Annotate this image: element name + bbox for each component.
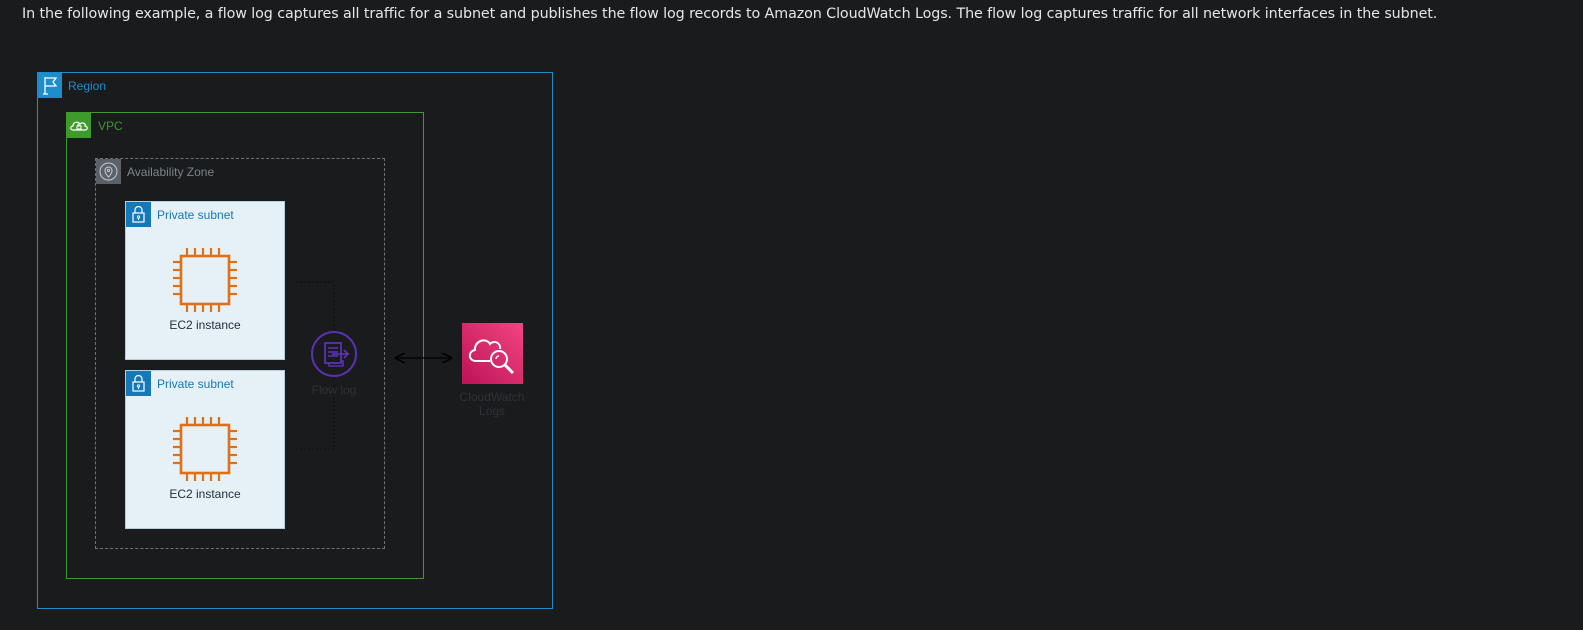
cloudwatch-label-line1: CloudWatch <box>459 390 525 404</box>
region-label: Region <box>68 79 107 93</box>
private-subnet-2 <box>125 370 285 529</box>
flow-log-icon <box>310 330 358 378</box>
ec2-instance-1-label: EC2 instance <box>169 318 241 332</box>
location-pin-icon <box>96 159 121 184</box>
region-group <box>37 72 553 609</box>
vpc-label: VPC <box>98 119 123 133</box>
region-flag-icon <box>37 73 62 98</box>
private-subnet-1-label: Private subnet <box>157 208 234 222</box>
padlock-icon <box>126 371 151 396</box>
ec2-instance-2-label: EC2 instance <box>169 487 241 501</box>
availability-zone-label: Availability Zone <box>127 165 215 179</box>
cloudwatch-logs-label: CloudWatch Logs <box>452 390 532 418</box>
ec2-chip-icon <box>173 248 237 312</box>
flow-log-label: Flow log <box>311 383 357 397</box>
subnet2-to-flowlog-line <box>296 378 335 450</box>
vpc-group <box>66 112 424 579</box>
intro-paragraph: In the following example, a flow log cap… <box>22 6 1438 22</box>
private-subnet-2-label: Private subnet <box>157 377 234 391</box>
availability-zone-group <box>95 158 385 549</box>
cloudwatch-label-line2: Logs <box>478 404 506 418</box>
cloudwatch-logs-icon <box>462 323 523 384</box>
subnet1-to-flowlog-line <box>296 281 335 330</box>
ec2-chip-icon <box>173 417 237 481</box>
private-subnet-1 <box>125 201 285 360</box>
vpc-cloud-lock-icon <box>66 113 91 138</box>
padlock-icon <box>126 202 151 227</box>
